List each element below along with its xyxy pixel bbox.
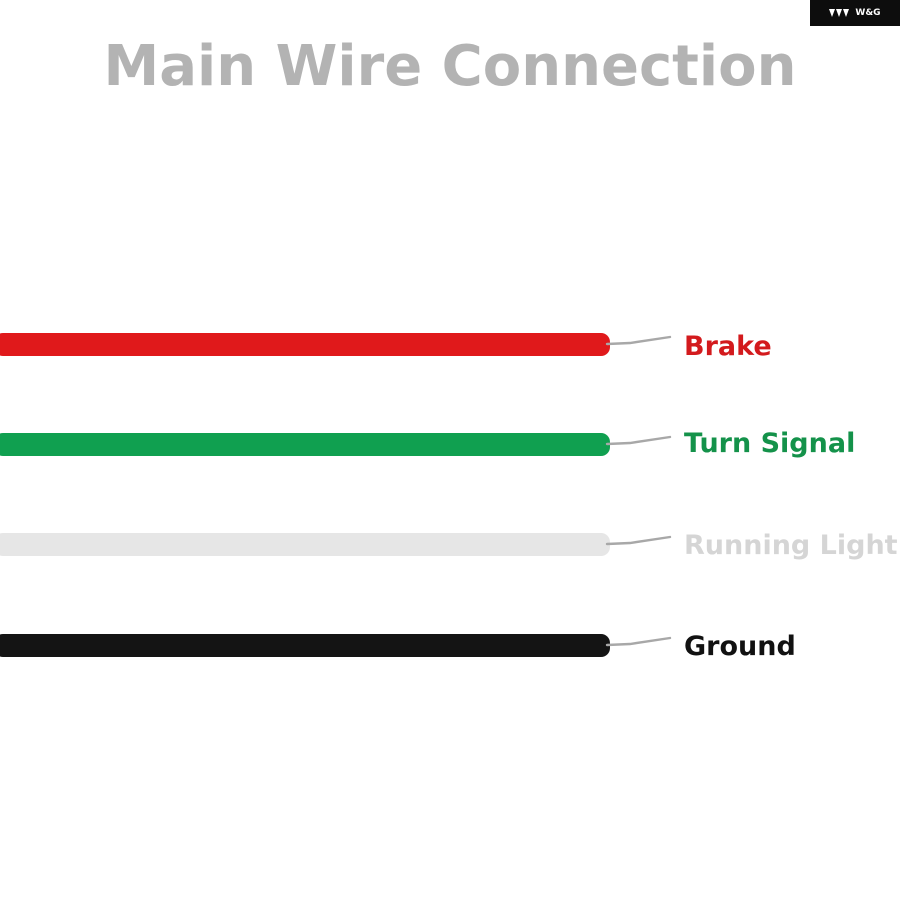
wire-strand [605,435,672,446]
wire-strand [605,636,672,647]
brand-logo-icon [829,9,850,17]
wire-insulation [0,433,610,456]
wire-label-ground: Ground [684,631,796,662]
wire-turn-signal [0,433,672,456]
wire-strand [605,535,672,546]
wire-insulation [0,333,610,356]
wire-strand [605,335,672,346]
wire-brake [0,333,672,356]
wire-label-turn-signal: Turn Signal [684,428,856,459]
wire-insulation [0,533,610,556]
page-title: Main Wire Connection [103,34,797,99]
brand-logo-text: W&G [855,8,881,18]
wire-running-light [0,533,672,556]
brand-badge: W&G [810,0,900,26]
wire-label-brake: Brake [684,331,772,362]
wire-ground [0,634,672,657]
wire-label-running-light: Running Light [684,530,898,561]
wire-insulation [0,634,610,657]
